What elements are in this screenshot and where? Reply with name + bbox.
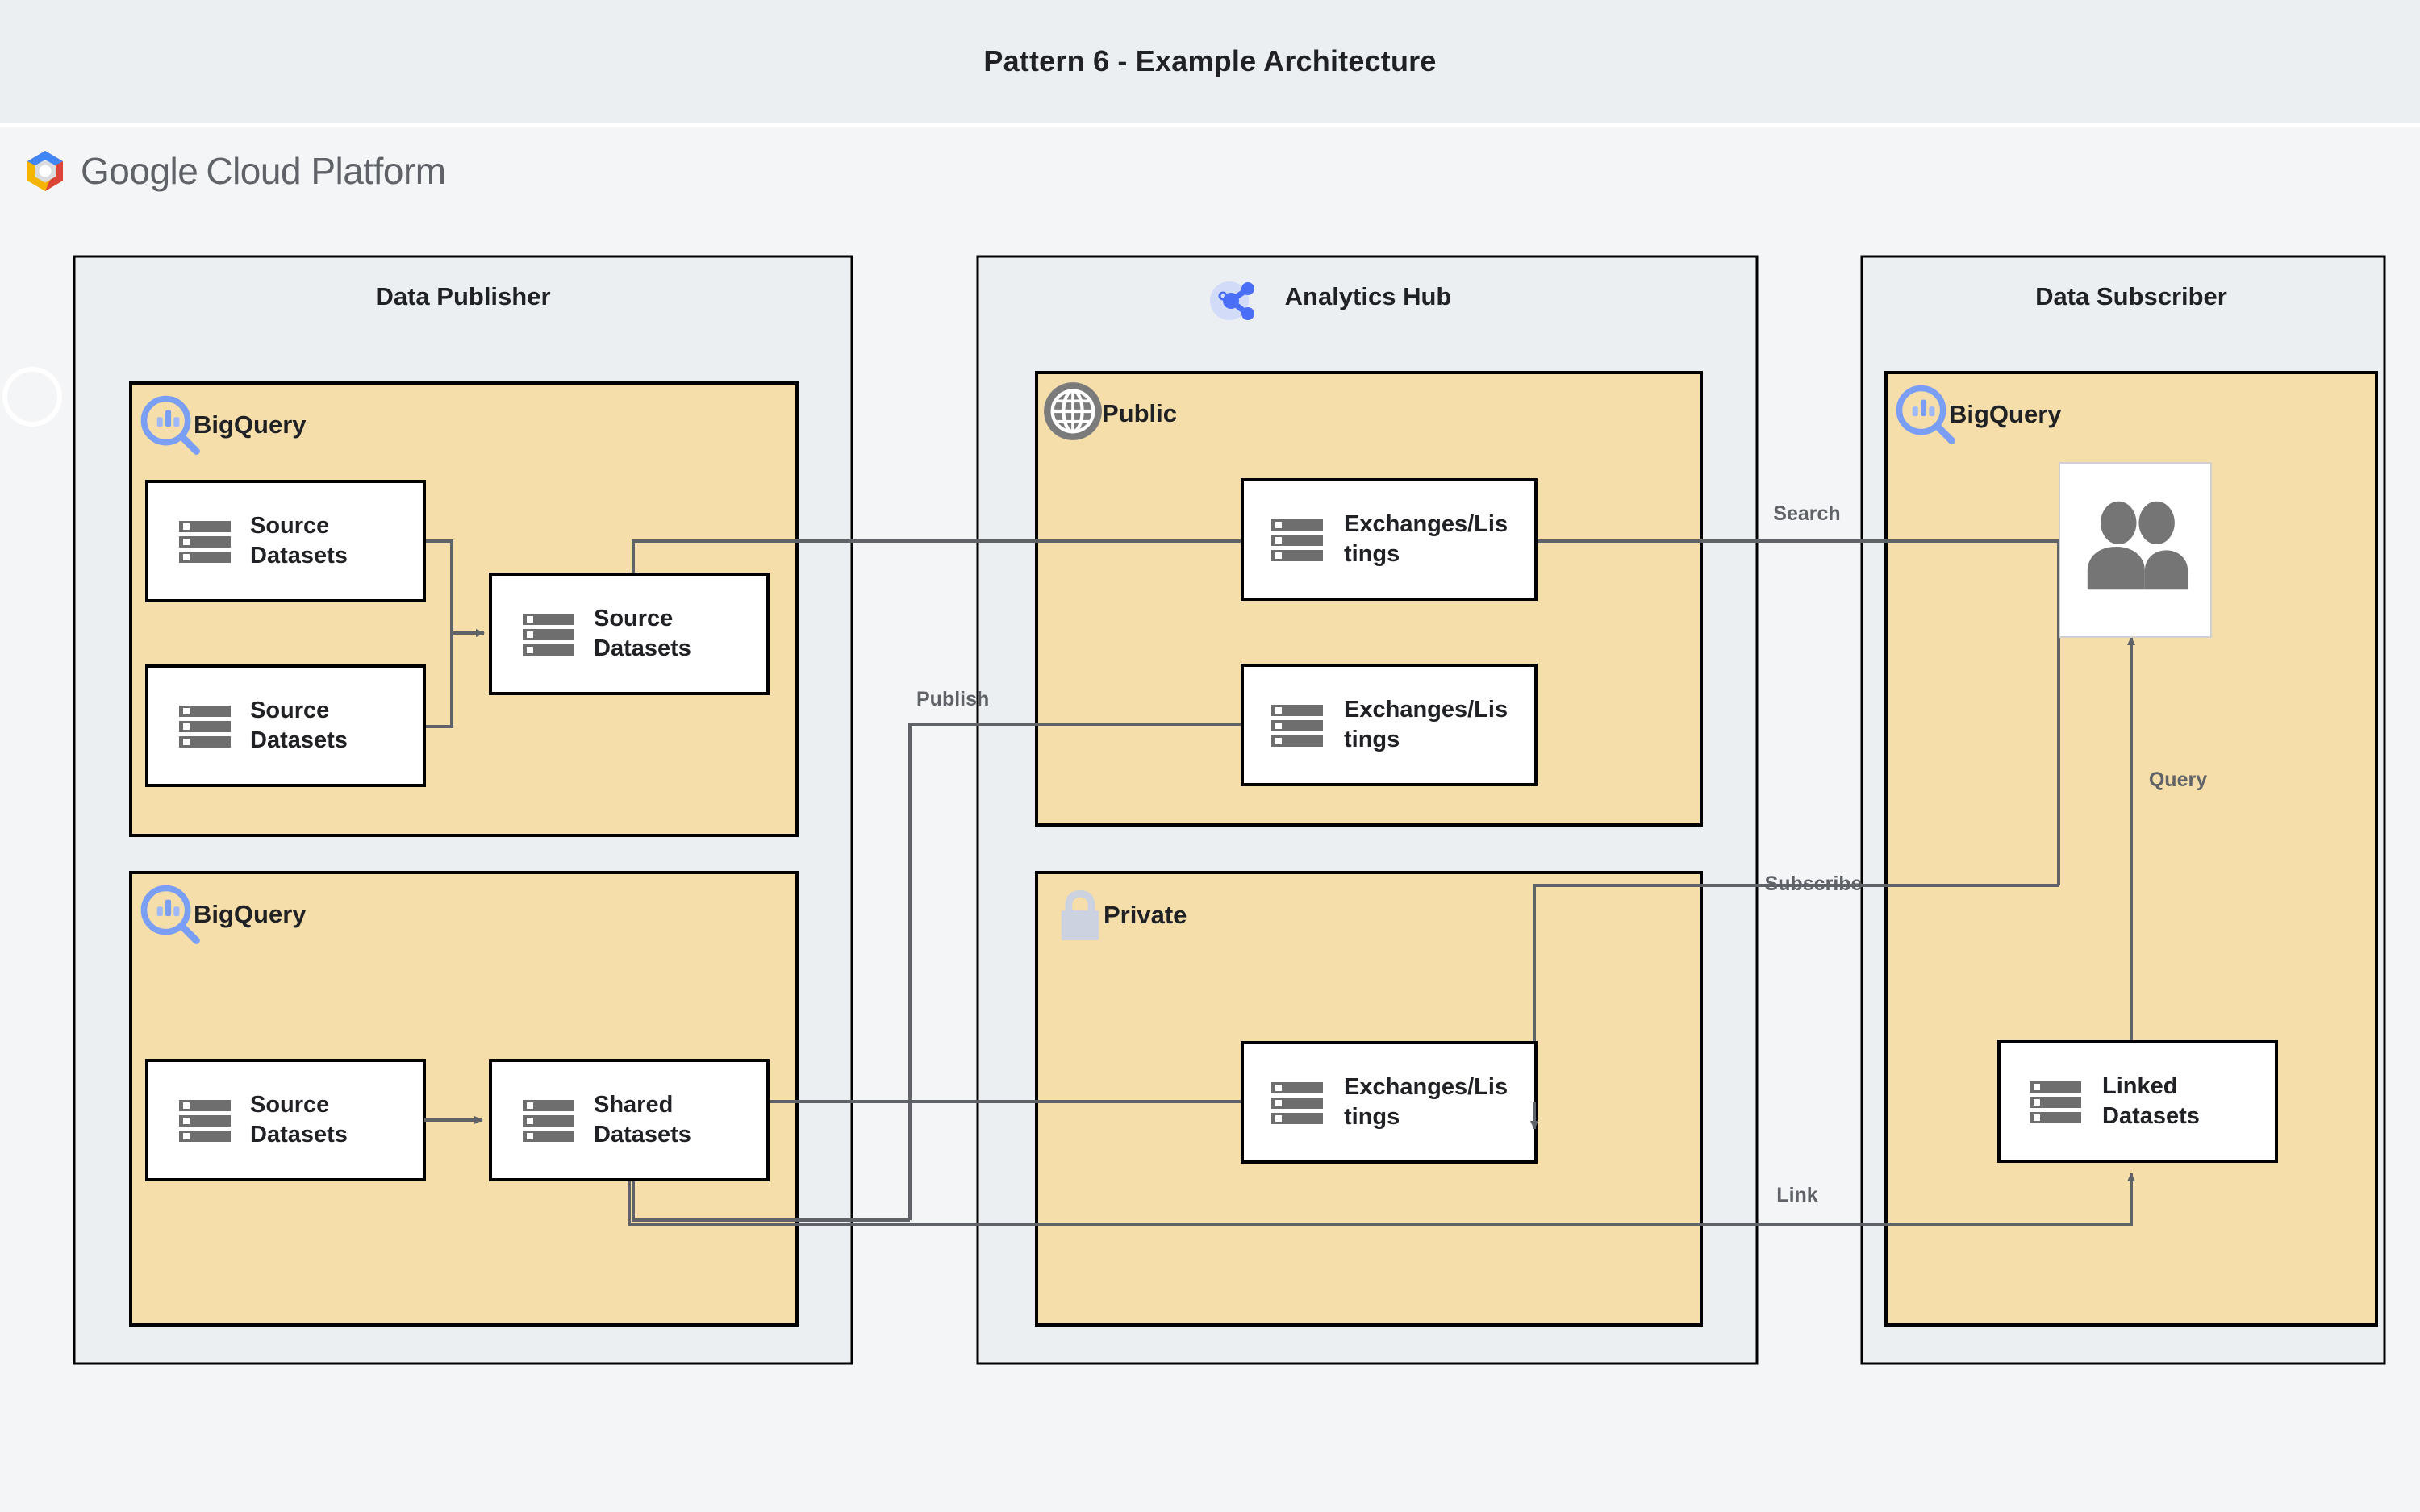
node-label-line2: Datasets — [594, 1122, 691, 1148]
node-label-line1: Source — [250, 698, 329, 723]
node-label-line1: Source — [594, 606, 673, 631]
globe-icon — [1044, 382, 1102, 440]
node-label-line1: Source — [250, 1092, 329, 1118]
node-label-line2: Datasets — [250, 1122, 348, 1148]
dataset-icon — [1271, 1082, 1323, 1124]
service-title-bigquery-publisher-top: BigQuery — [194, 410, 307, 439]
connector-source2-to-merged — [424, 629, 485, 728]
connector-publish-to-public-listing2 — [908, 720, 1277, 1220]
node-label-line1: Exchanges/Lis — [1344, 1074, 1508, 1100]
analytics-hub-share-icon — [1210, 281, 1254, 320]
page-title: Pattern 6 - Example Architecture — [983, 44, 1437, 77]
edge-label-link: Link — [1776, 1184, 1817, 1206]
dataset-icon — [179, 706, 231, 748]
node-label-line2: Datasets — [250, 727, 348, 753]
node-label-line1: Shared — [594, 1092, 673, 1118]
service-private-exchange[interactable]: Private — [1035, 871, 1703, 1327]
node-public-listing-1[interactable]: Exchanges/Lis tings — [1241, 478, 1538, 601]
edge-label-query: Query — [2149, 768, 2207, 791]
service-title-private: Private — [1104, 901, 1187, 929]
dataset-icon — [179, 521, 231, 563]
dataset-icon — [523, 614, 574, 656]
google-cloud-hexagon-icon — [27, 151, 63, 191]
node-label-line1: Linked — [2102, 1073, 2177, 1099]
connector-layer — [424, 537, 2135, 1226]
service-title-bigquery-publisher-bottom: BigQuery — [194, 900, 307, 928]
service-title-public: Public — [1102, 399, 1177, 427]
node-label-line2: tings — [1344, 541, 1400, 567]
node-source-datasets-2[interactable]: Source Datasets — [145, 664, 426, 787]
window-titlebar: Pattern 6 - Example Architecture — [0, 0, 2420, 123]
node-subscriber-users[interactable] — [2059, 462, 2212, 638]
lane-title-analytics-hub: Analytics Hub — [1285, 282, 1452, 310]
dataset-icon — [179, 1100, 231, 1142]
node-label-line2: tings — [1344, 1104, 1400, 1130]
node-linked-datasets[interactable]: Linked Datasets — [1997, 1040, 2278, 1163]
dataset-icon — [523, 1100, 574, 1142]
edge-label-publish: Publish — [916, 688, 989, 710]
dataset-icon — [2030, 1081, 2081, 1123]
node-source-datasets-merged[interactable]: Source Datasets — [489, 573, 770, 695]
connector-merged-to-public-listing1 — [632, 537, 1277, 586]
lane-title-data-subscriber: Data Subscriber — [2035, 282, 2227, 310]
service-title-bigquery-subscriber: BigQuery — [1949, 400, 2062, 428]
node-label-line2: Datasets — [250, 543, 348, 569]
node-label-line1: Source — [250, 513, 329, 539]
node-label-line2: Datasets — [2102, 1103, 2200, 1129]
node-label-line1: Exchanges/Lis — [1344, 511, 1508, 537]
brand-name-cloud-platform: Cloud Platform — [206, 150, 446, 192]
edge-label-search: Search — [1773, 502, 1840, 525]
dataset-icon — [1271, 705, 1323, 747]
connector-subscribe-private-to-subscriber — [1533, 884, 2059, 1102]
edge-label-subscribe: Subscribe — [1765, 873, 1863, 895]
node-label-line2: Datasets — [594, 635, 691, 661]
node-label-line2: tings — [1344, 727, 1400, 752]
node-public-listing-2[interactable]: Exchanges/Lis tings — [1241, 664, 1538, 786]
connector-link-shared-to-linked — [628, 1161, 2135, 1226]
decorative-arc — [2, 367, 62, 427]
node-source-datasets-1[interactable]: Source Datasets — [145, 480, 426, 602]
dataset-icon — [1271, 519, 1323, 561]
lane-title-data-publisher: Data Publisher — [375, 282, 550, 310]
node-private-listing-1[interactable]: Exchanges/Lis tings — [1241, 1041, 1538, 1164]
node-source-datasets-3[interactable]: Source Datasets — [145, 1059, 426, 1181]
node-shared-datasets[interactable]: Shared Datasets — [489, 1059, 770, 1181]
node-label-line1: Exchanges/Lis — [1344, 697, 1508, 723]
brand-name-google: Google — [81, 150, 198, 192]
